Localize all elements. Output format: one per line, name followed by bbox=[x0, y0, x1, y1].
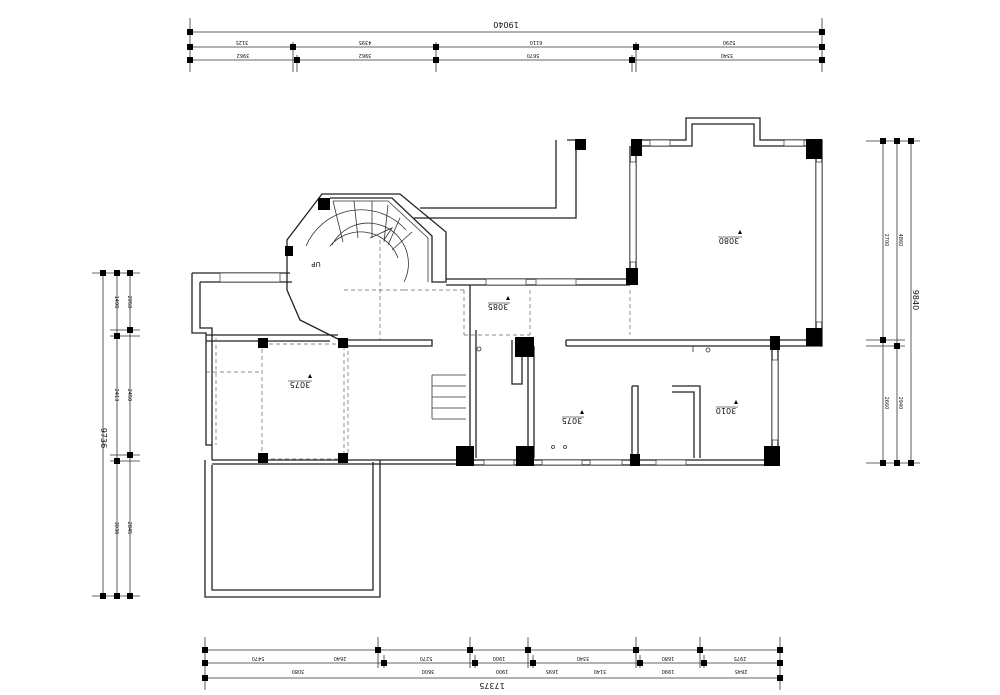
dim-bottom-upper-7: 2975 bbox=[734, 655, 747, 661]
dim-right-1: 2700 bbox=[883, 234, 889, 247]
dim-left-1: 1490 bbox=[113, 296, 119, 309]
dim-top-upper-2: 4395 bbox=[359, 39, 372, 45]
dim-bottom-upper-2: 2640 bbox=[334, 655, 347, 661]
elevation-mark-4: 3075 bbox=[562, 416, 582, 425]
dim-top-upper-4: 5290 bbox=[723, 39, 736, 45]
stair-up-label: UP bbox=[311, 260, 320, 268]
dim-right-2: 4860 bbox=[897, 234, 903, 247]
dim-top-overall: 19040 bbox=[493, 20, 518, 29]
dim-bottom-lower-5: 3140 bbox=[594, 668, 607, 674]
dim-top-lower-3: 5670 bbox=[527, 52, 540, 58]
dim-bottom-overall: 17375 bbox=[479, 681, 504, 690]
dim-bottom-lower-4: 1695 bbox=[546, 668, 559, 674]
dim-bottom-upper-4: 1900 bbox=[493, 655, 506, 661]
dim-right-4: 2940 bbox=[897, 397, 903, 410]
dimension-left: 9736 1490 2413 3030 2950 2450 2845 bbox=[92, 270, 140, 599]
dim-right-3: 2660 bbox=[883, 397, 889, 410]
elevation-mark-2: 3085 bbox=[488, 302, 508, 311]
dim-bottom-lower-6: 1990 bbox=[662, 668, 675, 674]
dim-left-6: 2845 bbox=[126, 522, 132, 535]
dim-bottom-upper-6: 1680 bbox=[662, 655, 675, 661]
elevation-mark-3: 3080 bbox=[719, 236, 739, 245]
dim-top-lower-4: 3340 bbox=[721, 52, 734, 58]
structural-columns bbox=[258, 139, 822, 466]
exterior-walls bbox=[191, 117, 823, 598]
dim-bottom-lower-3: 1900 bbox=[496, 668, 509, 674]
dim-left-3: 3030 bbox=[113, 522, 119, 535]
dim-top-upper-1: 3125 bbox=[236, 39, 249, 45]
dim-top-lower-1: 3962 bbox=[237, 52, 250, 58]
dim-bottom-upper-3: 5270 bbox=[420, 655, 433, 661]
elevation-mark-5: 3010 bbox=[716, 406, 736, 415]
fixtures bbox=[476, 346, 711, 449]
dim-bottom-upper-1: 5470 bbox=[252, 655, 265, 661]
dashed-lines bbox=[206, 240, 631, 460]
dimension-top: 19040 3125 4395 6110 5290 3962 3962 5670… bbox=[187, 18, 825, 72]
dim-left-4: 2950 bbox=[126, 296, 132, 309]
dim-top-lower-2: 3962 bbox=[359, 52, 372, 58]
elevation-mark-1: 3075 bbox=[290, 380, 310, 389]
dim-left-2: 2413 bbox=[113, 389, 119, 402]
windows bbox=[219, 139, 823, 466]
dim-left-5: 2450 bbox=[126, 389, 132, 402]
dim-left-overall: 9736 bbox=[99, 428, 108, 448]
dim-top-upper-3: 6110 bbox=[530, 39, 543, 45]
dimension-right: 9840 2700 4860 2660 2940 bbox=[866, 138, 920, 466]
dim-bottom-lower-2: 3600 bbox=[422, 668, 435, 674]
dimension-bottom: 5470 2640 5270 1900 3340 1680 2975 3080 … bbox=[202, 637, 783, 690]
dim-bottom-upper-5: 3340 bbox=[577, 655, 590, 661]
dim-bottom-lower-7: 2645 bbox=[735, 668, 748, 674]
elevation-markers: 3075 3085 3080 3075 3010 bbox=[288, 230, 742, 425]
dim-right-overall: 9840 bbox=[911, 290, 920, 310]
stair-tower: UP bbox=[286, 193, 447, 341]
dim-bottom-lower-1: 3080 bbox=[292, 668, 305, 674]
